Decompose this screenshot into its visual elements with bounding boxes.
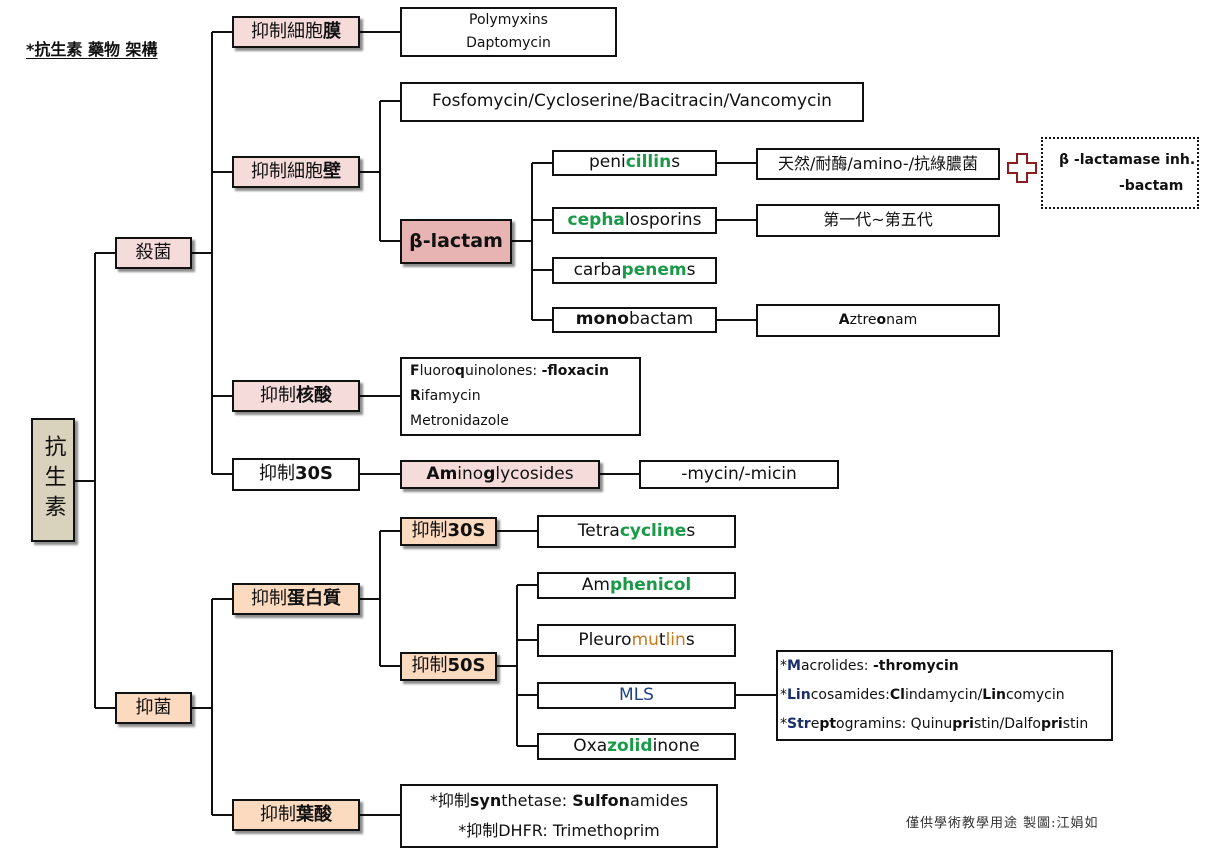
membrane-drugs: Polymyxins Daptomycin [400,7,617,57]
beta-lactam-node: β-lactam [400,219,512,264]
nucleic-drugs: Fluoroquinolones: -floxacin Rifamycin Me… [400,357,641,436]
drug-lincosamides: *Lincosamides:Clindamycin/Lincomycin [780,687,1065,704]
page-title: *抗生素 藥物 架構 [26,40,158,59]
protein-node: 抑制蛋白質 [232,583,360,615]
drug-daptomycin: Daptomycin [466,35,551,52]
plus-icon [1007,153,1037,183]
drug-streptogramins: *Streptogramins: Quinupristin/Dalfoprist… [780,716,1089,733]
penicillins-detail: 天然/耐酶/amino-/抗綠膿菌 [756,148,1000,180]
wall-node: 抑制細胞壁 [232,156,360,188]
inhibit-node: 抑菌 [115,692,192,724]
drug-polymyxins: Polymyxins [469,12,548,29]
folate-drugs: *抑制synthetase: Sulfonamides *抑制DHFR: Tri… [400,784,718,848]
wall-other-drugs: Fosfomycin/Cycloserine/Bacitracin/Vancom… [400,82,864,122]
membrane-node: 抑制細胞膜 [232,16,360,48]
root-node: 抗生素 [31,418,75,542]
kill-node: 殺菌 [115,237,192,269]
drug-rifamycin: Rifamycin [410,388,481,405]
drug-trimethoprim: *抑制DHFR: Trimethoprim [458,820,660,840]
mls-node: MLS [537,682,736,709]
drug-macrolides: *Macrolides: -thromycin [780,658,959,675]
drug-sulfonamides: *抑制synthetase: Sulfonamides [429,790,689,810]
mls-detail: *Macrolides: -thromycin *Lincosamides:Cl… [776,650,1113,741]
drug-fluoroquinolones: Fluoroquinolones: -floxacin [410,363,609,380]
nucleic-node: 抑制核酸 [232,380,360,412]
aminoglycosides-suffix: -mycin/-micin [639,460,839,489]
folate-node: 抑制葉酸 [232,799,360,831]
credit-note: 僅供學術教學用途 製圖:江娟如 [906,816,1099,831]
beta-lactamase-inhibitor-box: β -lactamase inh. -bactam [1041,137,1199,209]
cephalosporins-detail: 第一代~第五代 [756,204,1000,237]
drug-metronidazole: Metronidazole [410,413,509,430]
